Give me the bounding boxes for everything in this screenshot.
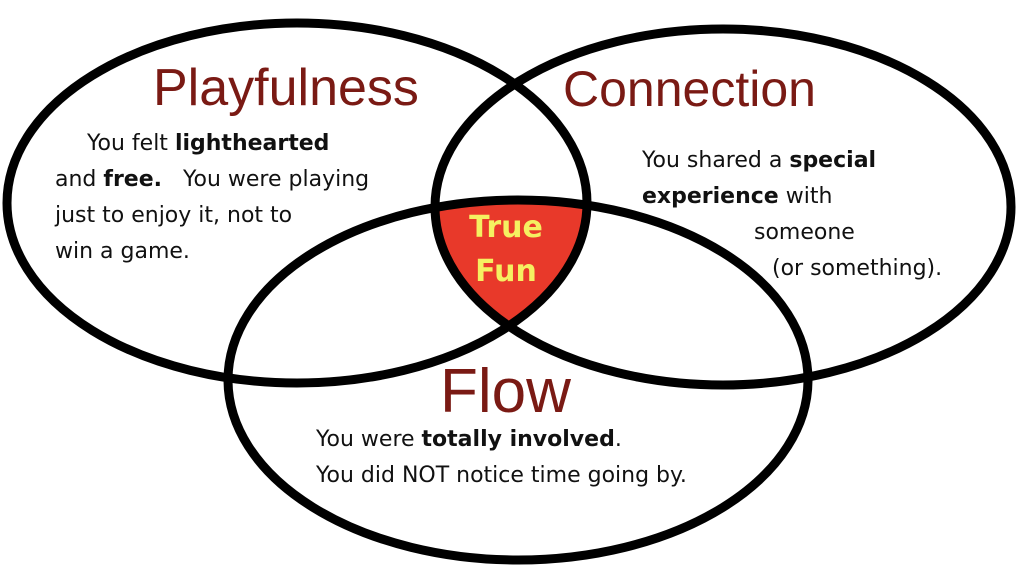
flow-description: You were totally involved. You did NOT n… (316, 422, 687, 494)
text: free. (103, 167, 163, 192)
text: with (778, 184, 833, 209)
true-fun-label: True Fun (446, 206, 566, 294)
text: Fun (475, 254, 537, 289)
text: You shared a (642, 148, 790, 173)
connection-title: Connection (563, 61, 816, 117)
flow-title: Flow (440, 357, 571, 426)
text: True (469, 210, 543, 245)
text: (or something). (772, 256, 943, 281)
connection-description: You shared a special experience with som… (642, 143, 942, 287)
text: You were (316, 427, 422, 452)
text: You were playing (162, 167, 370, 192)
text: win a game. (55, 239, 190, 264)
text: totally involved (421, 427, 615, 452)
text: experience (642, 184, 779, 209)
text: . (614, 427, 622, 452)
text: You did NOT notice time going by. (316, 463, 687, 488)
text: You felt (87, 131, 175, 156)
text: special (789, 148, 877, 173)
text: someone (754, 220, 855, 245)
text: and (55, 167, 104, 192)
flow-circle (223, 195, 813, 565)
text: lighthearted (174, 131, 330, 156)
playfulness-description: You felt lighthearted and free. You were… (55, 126, 369, 270)
playfulness-title: Playfulness (153, 59, 419, 117)
text: just to enjoy it, not to (55, 203, 293, 228)
